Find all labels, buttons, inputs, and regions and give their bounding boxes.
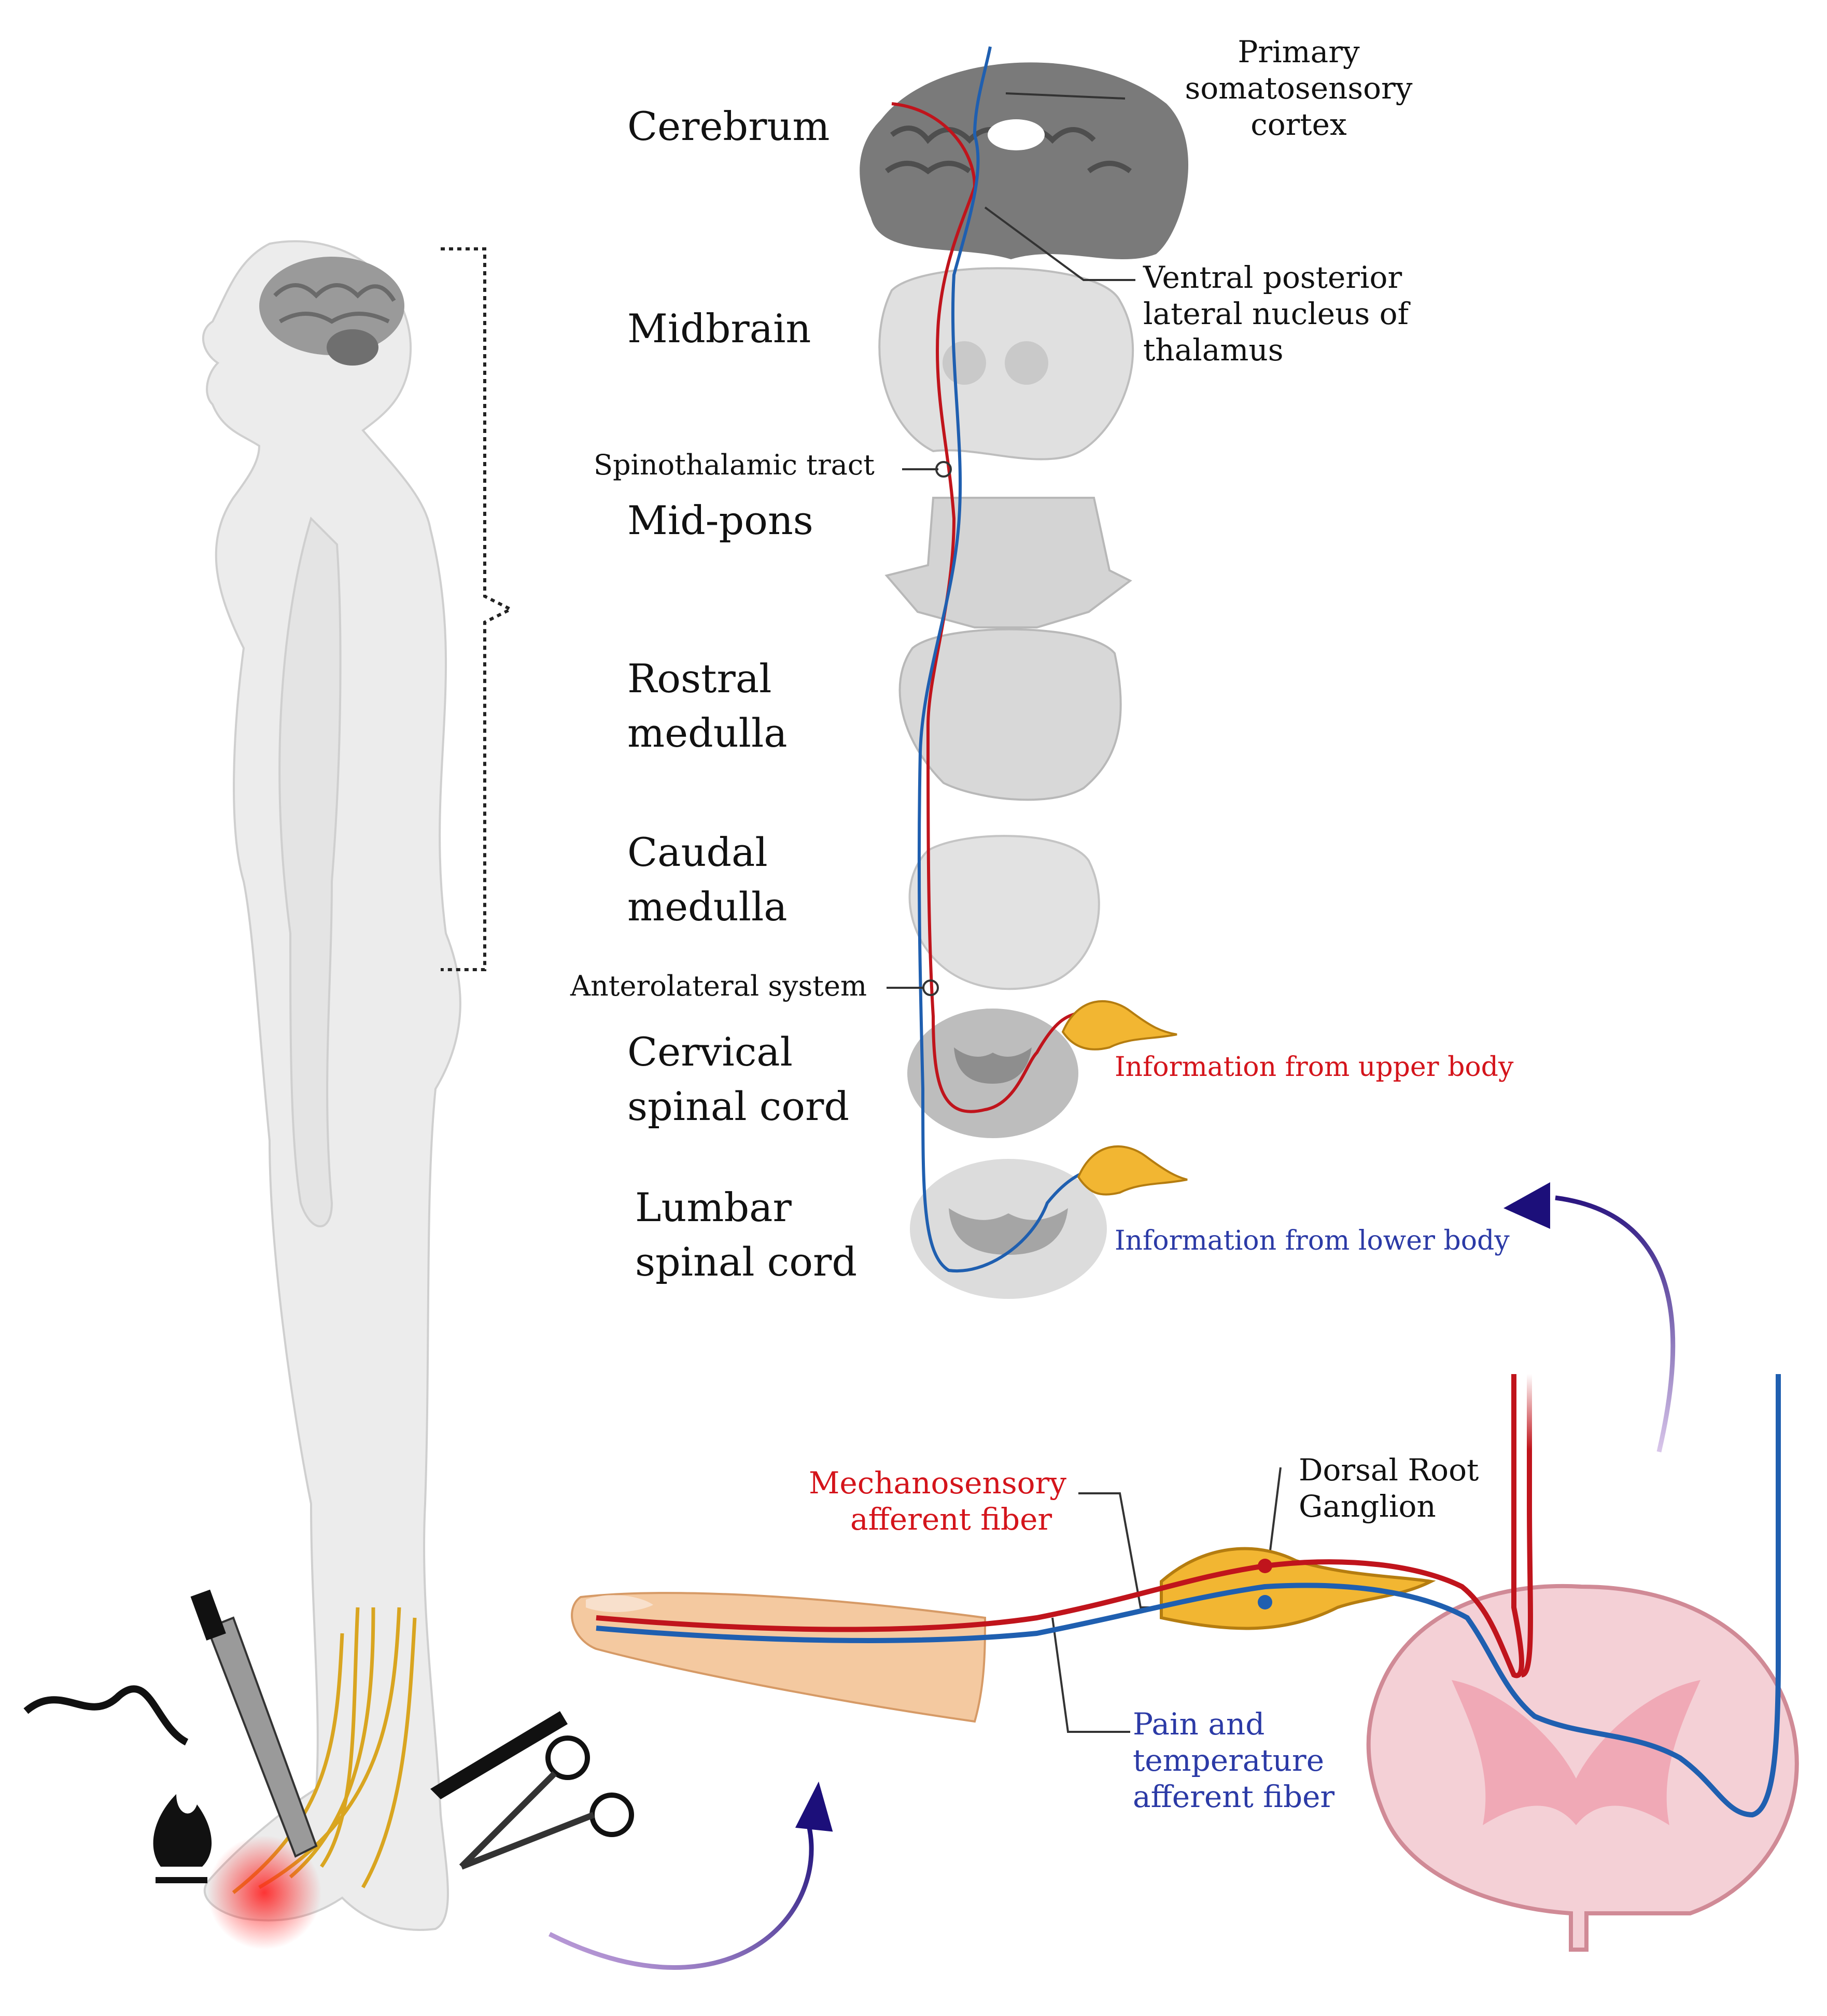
cervical-cord-section: [907, 1009, 1078, 1138]
label-rostral-medulla-1: Rostral: [627, 655, 771, 702]
label-mid-pons: Mid-pons: [627, 497, 813, 543]
dorsal-root-ganglion-large: [1160, 1547, 1436, 1630]
label-rostral-medulla-2: medulla: [627, 710, 788, 756]
midbrain-section: [878, 267, 1134, 460]
level-labels: Cerebrum Midbrain Mid-pons Rostral medul…: [627, 103, 857, 1285]
mid-pons-section: [884, 497, 1132, 628]
fire-icon: [153, 1794, 212, 1883]
label-anterolateral-system: Anterolateral system: [570, 970, 867, 1002]
label-primary-cortex-1: Primary: [1238, 34, 1360, 69]
label-caudal-medulla-2: medulla: [627, 884, 788, 930]
label-caudal-medulla-1: Caudal: [627, 829, 768, 875]
right-arrow: [1555, 1195, 1676, 1453]
scalpel-icon: [430, 1711, 568, 1799]
label-mechano-fiber-2: afferent fiber: [850, 1502, 1052, 1537]
mechano-fiber-branch: [1521, 1374, 1533, 1677]
label-lumbar-cord-2: spinal cord: [635, 1239, 857, 1285]
label-vpl-3: thalamus: [1143, 332, 1284, 368]
spinal-cord-icon: [1366, 1584, 1799, 1952]
label-pain-fiber-3: afferent fiber: [1133, 1779, 1334, 1814]
label-vpl-2: lateral nucleus of: [1143, 296, 1411, 331]
human-figure-icon: [202, 240, 461, 1950]
annotation-labels: Primary somatosensory cortex Ventral pos…: [570, 34, 1514, 1814]
label-mechano-fiber-1: Mechanosensory: [809, 1465, 1066, 1501]
label-pain-fiber-1: Pain and: [1133, 1706, 1264, 1742]
dorsal-root-ganglion-icon: [1061, 1000, 1188, 1196]
pain-fiber-line: [596, 1374, 1781, 1818]
caudal-medulla-section: [908, 835, 1100, 990]
lumbar-cord-section: [910, 1159, 1107, 1299]
cerebrum-section: [860, 62, 1189, 259]
label-lower-body: Information from lower body: [1115, 1225, 1510, 1256]
scissors-icon: [459, 1735, 634, 1870]
label-primary-cortex-2: somatosensory: [1185, 71, 1412, 106]
label-pain-fiber-2: temperature: [1133, 1743, 1324, 1778]
red-pathway: [891, 102, 1084, 1113]
label-cervical-cord-2: spinal cord: [627, 1083, 849, 1129]
label-drg-2: Ganglion: [1299, 1489, 1436, 1524]
mechano-fiber-line: [596, 1374, 1524, 1678]
label-lumbar-cord-1: Lumbar: [635, 1184, 792, 1230]
label-midbrain: Midbrain: [627, 305, 811, 352]
brain-icon: [259, 257, 404, 366]
label-primary-cortex-3: cortex: [1250, 107, 1346, 142]
label-spinothalamic-tract: Spinothalamic tract: [594, 449, 875, 481]
heat-wave-icon: [23, 1685, 189, 1746]
body-bracket: [441, 247, 514, 971]
label-vpl-1: Ventral posterior: [1143, 260, 1402, 295]
blue-pathway: [917, 46, 1100, 1273]
bottom-arrow: [548, 1825, 814, 1970]
label-upper-body: Information from upper body: [1115, 1052, 1514, 1083]
rostral-medulla-section: [898, 628, 1122, 801]
label-drg-1: Dorsal Root: [1299, 1452, 1479, 1488]
finger-icon: [571, 1592, 987, 1723]
label-cervical-cord-1: Cervical: [627, 1029, 793, 1075]
label-cerebrum: Cerebrum: [627, 103, 830, 149]
knife-icon: [190, 1589, 318, 1858]
